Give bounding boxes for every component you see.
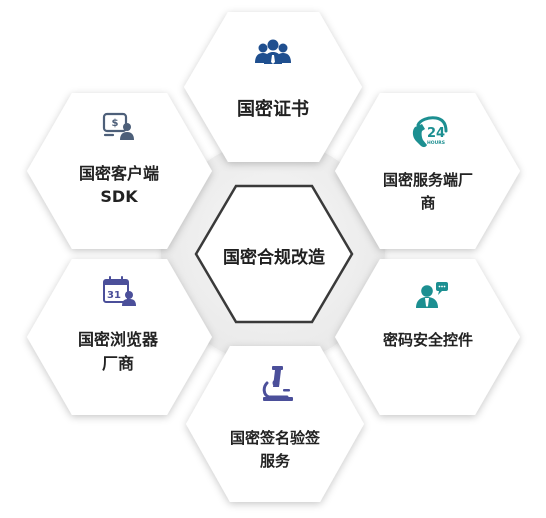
hex-node-cert-shape bbox=[184, 12, 362, 162]
hex-node-sign-verify-label-line-2: 服务 bbox=[260, 452, 291, 470]
hex-node-cert-label-line-1: 国密证书 bbox=[237, 98, 309, 120]
center-hexagon-group: 国密合规改造 bbox=[194, 184, 354, 324]
hex-node-browser-vendor-label-line-1: 国密浏览器 bbox=[78, 330, 159, 349]
24-hours-text-24: 24 bbox=[427, 126, 445, 141]
hex-node-server-vendor-label-line-1: 国密服务端厂 bbox=[383, 171, 473, 189]
hex-node-security-control[interactable]: 密码安全控件 bbox=[335, 259, 520, 415]
hex-node-browser-vendor[interactable]: 31 国密浏览器 厂商 bbox=[27, 259, 212, 415]
hex-node-browser-vendor-shape bbox=[27, 259, 212, 415]
hex-node-browser-vendor-label-line-2: 厂商 bbox=[102, 354, 134, 373]
center-label: 国密合规改造 bbox=[223, 247, 326, 268]
hex-node-cert[interactable]: 国密证书 bbox=[184, 12, 362, 162]
hex-node-sign-verify[interactable]: 国密签名验签 服务 bbox=[186, 346, 364, 502]
hex-node-client-sdk-shape bbox=[27, 93, 212, 249]
hex-node-server-vendor-label-line-2: 商 bbox=[420, 194, 435, 212]
24-hours-support-icon: 24 HOURS bbox=[412, 116, 448, 148]
calendar-user-icon: 31 bbox=[103, 276, 136, 306]
24-hours-text-hours: HOURS bbox=[427, 140, 445, 146]
payment-user-icon: $ bbox=[102, 112, 134, 140]
hex-node-security-control-shape bbox=[335, 259, 520, 415]
payment-symbol: $ bbox=[112, 118, 119, 129]
center-hexagon bbox=[194, 184, 354, 324]
hex-node-server-vendor-shape bbox=[335, 93, 520, 249]
hex-node-client-sdk-label-line-1: 国密客户端 bbox=[79, 164, 159, 183]
hex-node-server-vendor[interactable]: 24 HOURS 国密服务端厂 商 bbox=[335, 93, 520, 249]
hex-node-client-sdk[interactable]: $ 国密客户端 SDK bbox=[27, 93, 212, 249]
calendar-number: 31 bbox=[107, 290, 121, 301]
group-icon bbox=[255, 39, 291, 64]
hex-node-client-sdk-label-line-2: SDK bbox=[100, 187, 138, 206]
hex-node-sign-verify-shape bbox=[186, 346, 364, 502]
hex-node-security-control-label-line-1: 密码安全控件 bbox=[383, 331, 473, 349]
support-agent-chat-icon bbox=[416, 282, 448, 308]
microscope-icon bbox=[262, 366, 293, 401]
hex-node-sign-verify-label-line-1: 国密签名验签 bbox=[230, 429, 321, 447]
